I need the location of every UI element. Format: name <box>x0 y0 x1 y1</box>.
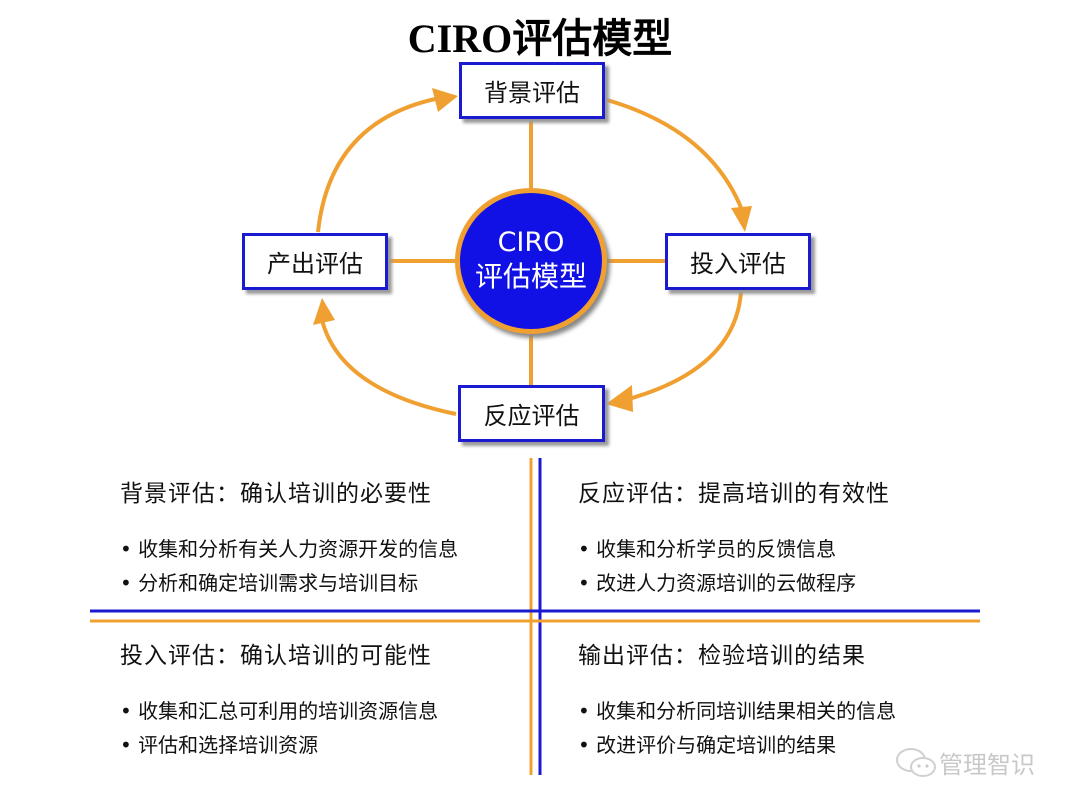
center-circle: CIRO 评估模型 <box>455 188 607 334</box>
quadrant-reaction: 反应评估：提高培训的有效性 • 收集和分析学员的反馈信息 • 改进人力资源培训的… <box>578 474 890 600</box>
arrow-right-to-bottom <box>624 291 743 402</box>
node-reaction-evaluation: 反应评估 <box>458 385 605 442</box>
arrowhead-right <box>731 206 752 232</box>
bullet-item: • 收集和汇总可利用的培训资源信息 <box>120 699 439 723</box>
arrow-bottom-to-left <box>320 319 457 416</box>
wechat-icon <box>896 747 936 777</box>
bullet-item: • 收集和分析同培训结果相关的信息 <box>578 699 897 723</box>
quadrant-background: 背景评估：确认培训的必要性 • 收集和分析有关人力资源开发的信息 • 分析和确定… <box>120 474 458 600</box>
bullet-item: • 改进评价与确定培训的结果 <box>578 733 837 757</box>
page-title: CIRO评估模型 <box>407 16 673 61</box>
bullet-item: • 分析和确定培训需求与培训目标 <box>120 571 419 595</box>
quadrant-input: 投入评估：确认培训的可能性 • 收集和汇总可利用的培训资源信息 • 评估和选择培… <box>120 636 438 762</box>
quadrant-heading: 输出评估：检验培训的结果 <box>578 643 866 669</box>
arrow-top-to-right <box>606 98 744 211</box>
arrowhead-bottom <box>606 385 633 412</box>
bullet-item: • 评估和选择培训资源 <box>120 733 319 757</box>
quadrant-heading: 反应评估：提高培训的有效性 <box>578 481 890 507</box>
quadrant-heading: 背景评估：确认培训的必要性 <box>120 481 432 507</box>
center-label-ciro: CIRO <box>497 227 565 258</box>
node-output-evaluation: 产出评估 <box>242 233 388 290</box>
arrow-left-to-top <box>316 96 441 233</box>
node-background-evaluation: 背景评估 <box>459 62 605 119</box>
quadrant-heading: 投入评估：确认培训的可能性 <box>120 643 432 669</box>
watermark: 管理智识 <box>895 745 1035 780</box>
center-label-model: 评估模型 <box>474 260 587 293</box>
arrowhead-top <box>432 88 458 112</box>
node-input-evaluation: 投入评估 <box>665 233 811 290</box>
bullet-item: • 收集和分析有关人力资源开发的信息 <box>120 537 459 561</box>
bullet-item: • 改进人力资源培训的云做程序 <box>578 571 857 595</box>
bullet-item: • 收集和分析学员的反馈信息 <box>578 537 837 561</box>
arrowhead-left <box>313 298 335 325</box>
quadrant-output: 输出评估：检验培训的结果 • 收集和分析同培训结果相关的信息 • 改进评价与确定… <box>578 636 896 762</box>
watermark-text: 管理智识 <box>939 751 1035 779</box>
